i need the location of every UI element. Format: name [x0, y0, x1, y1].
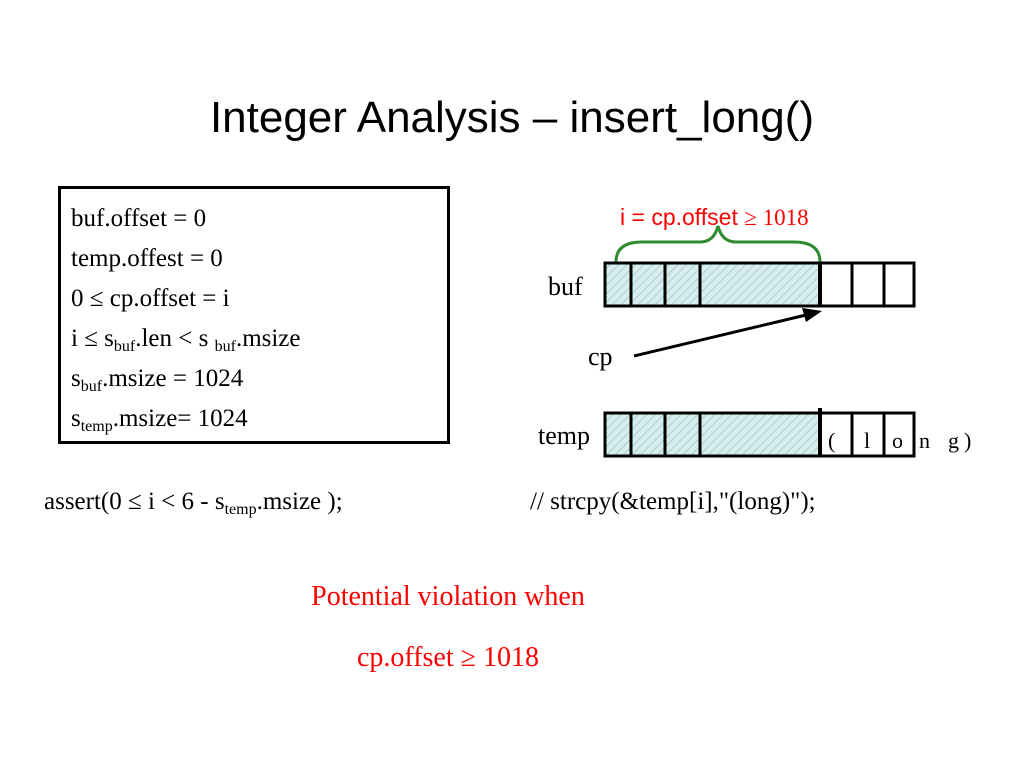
subscript: buf — [214, 338, 236, 355]
long-char: ( — [828, 428, 836, 453]
cp-label: cp — [588, 342, 613, 371]
constraint-cp-offset: 0 ≤ cp.offset = i — [71, 285, 230, 312]
subscript: temp — [224, 501, 257, 518]
curly-brace — [614, 225, 822, 263]
brace-label-symbol: ≥ — [744, 205, 757, 230]
constraint-len-msize: i ≤ sbuf.len < s buf.msize — [71, 319, 437, 359]
constraints-box: buf.offset = 0 temp.offest = 0 0 ≤ cp.of… — [58, 186, 450, 444]
constraint-text: .msize = 1024 — [102, 365, 244, 392]
constraint-temp-offset: temp.offest = 0 — [71, 245, 223, 272]
assert-text: assert(0 ≤ i < 6 - s — [44, 488, 225, 515]
constraint-text: .len < s — [135, 325, 215, 352]
brace-label-value: 1018 — [756, 205, 809, 230]
subscript: buf — [113, 338, 136, 355]
assert-statement: assert(0 ≤ i < 6 - stemp.msize ); — [44, 488, 343, 518]
slide-title: Integer Analysis – insert_long() — [209, 93, 815, 142]
long-char: l — [864, 428, 871, 453]
constraint-text: s — [71, 365, 81, 392]
brace-label-text: i = cp.offset — [620, 204, 745, 230]
constraint-text: s — [71, 405, 81, 432]
buf-hatched-region — [605, 263, 820, 306]
violation-line-1: Potential violation when — [311, 581, 585, 612]
long-char: ) — [964, 428, 972, 453]
subscript: buf — [80, 378, 103, 395]
long-char: o — [892, 428, 903, 453]
subscript: temp — [80, 418, 113, 435]
constraint-text: .msize= 1024 — [112, 405, 248, 432]
assert-text: .msize ); — [256, 488, 343, 515]
long-char: g — [948, 428, 959, 453]
temp-array — [603, 408, 916, 458]
cp-arrow — [633, 308, 822, 358]
temp-label: temp — [538, 421, 590, 450]
buf-array — [603, 261, 916, 308]
temp-hatched-region — [605, 413, 820, 456]
constraint-temp-msize: stemp.msize= 1024 — [71, 399, 437, 439]
long-char: n — [919, 428, 930, 453]
brace-label: i = cp.offset ≥ 1018 — [620, 204, 809, 231]
constraint-text: .msize — [235, 325, 301, 352]
strcpy-comment: // strcpy(&temp[i],"(long)"); — [530, 488, 816, 515]
constraint-buf-offset: buf.offset = 0 — [71, 205, 207, 232]
temp-outline — [603, 411, 916, 458]
violation-line-2: cp.offset ≥ 1018 — [356, 642, 540, 673]
constraint-buf-msize: sbuf.msize = 1024 — [71, 359, 437, 399]
buf-outline — [603, 261, 916, 308]
constraint-text: i ≤ s — [71, 325, 114, 352]
buf-label: buf — [548, 272, 583, 301]
